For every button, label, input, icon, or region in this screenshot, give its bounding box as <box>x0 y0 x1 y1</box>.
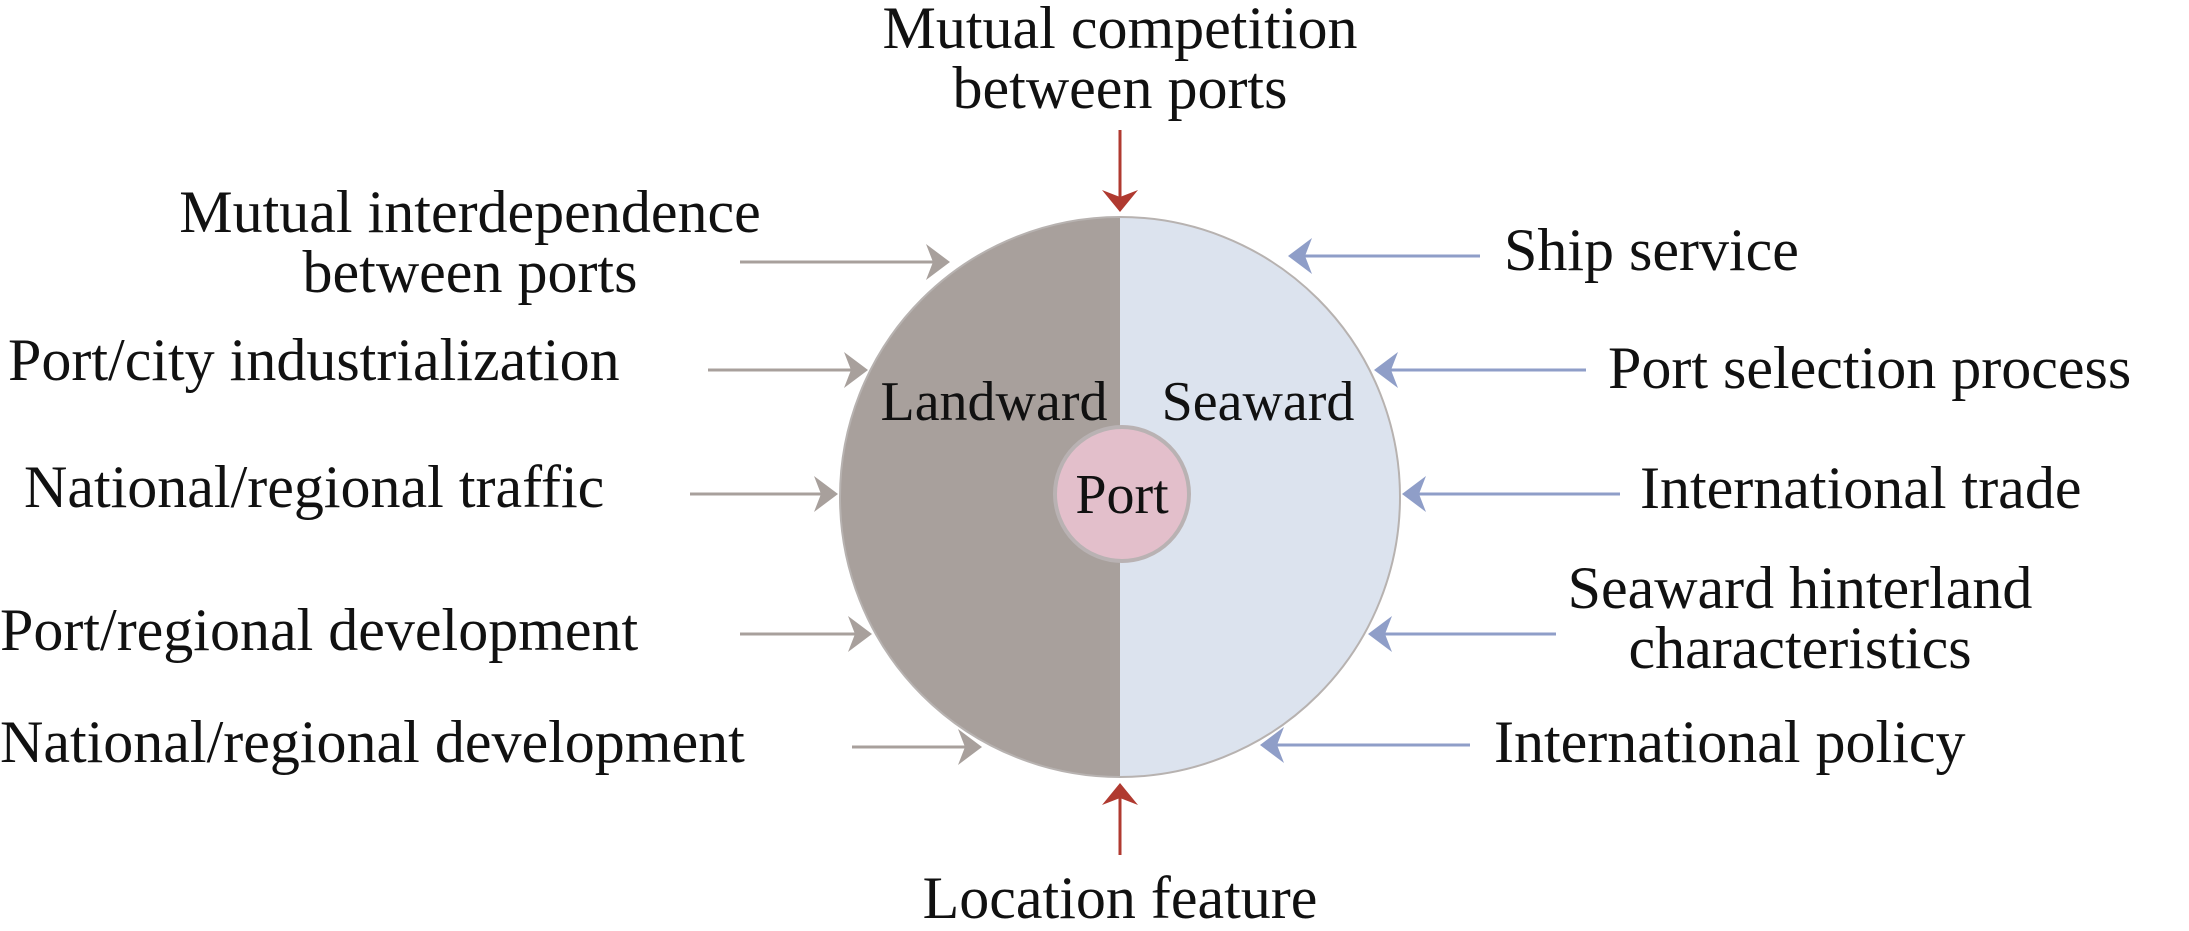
top-factor-label: Mutual competition between ports <box>882 0 1358 121</box>
seaward-half <box>1120 217 1400 777</box>
landward-factor-3: National/regional traffic <box>24 454 605 520</box>
landward-factor-5: National/regional development <box>0 709 745 775</box>
seaward-factor-4: Seaward hinterland characteristics <box>1567 555 2033 681</box>
seaward-factor-5: International policy <box>1494 709 1966 775</box>
landward-label: Landward <box>880 371 1108 433</box>
seaward-factor-3: International trade <box>1640 455 2082 521</box>
bottom-factor-label: Location feature <box>922 865 1318 931</box>
seaward-label: Seaward <box>1161 371 1355 433</box>
seaward-factor-2: Port selection process <box>1608 335 2132 401</box>
landward-factor-4: Port/regional development <box>0 597 639 663</box>
port-outer-circle <box>839 216 1401 778</box>
landward-half <box>840 217 1120 777</box>
port-core-label: Port <box>1075 464 1169 526</box>
seaward-factor-1: Ship service <box>1504 217 1799 283</box>
port-core-circle <box>1053 425 1191 563</box>
landward-factor-1: Mutual interdependence between ports <box>179 179 761 305</box>
landward-factor-2: Port/city industrialization <box>8 327 620 393</box>
